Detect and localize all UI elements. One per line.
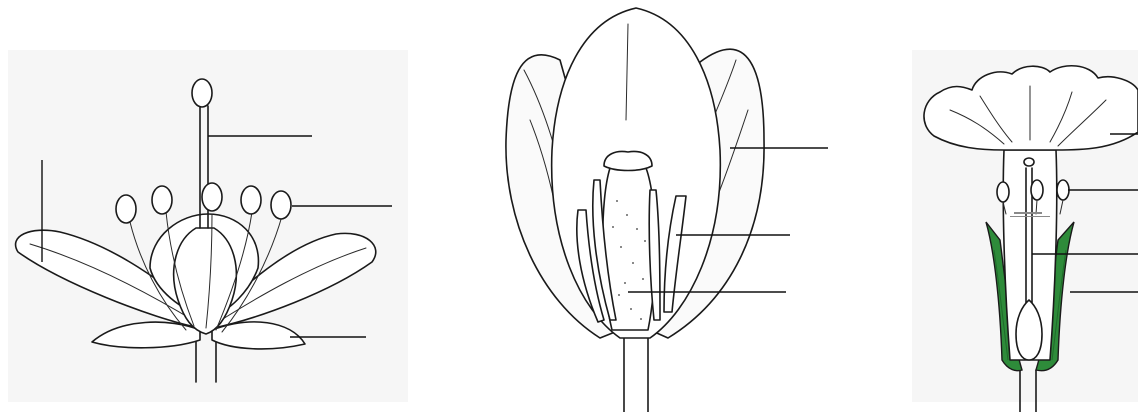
open-flower-panel: [8, 50, 408, 402]
tulip-stem: [624, 338, 648, 412]
tubular-anther-left: [997, 182, 1009, 202]
open-flower-anther-4: [241, 186, 261, 214]
tulip-stigma: [604, 152, 652, 171]
open-flower-anther-3: [202, 183, 222, 211]
tubular-anther-right: [1057, 180, 1069, 200]
open-flower-stigma: [192, 79, 212, 107]
open-flower-anther-5: [271, 191, 291, 219]
tubular-flower-panel: [912, 50, 1138, 412]
tulip-flower-panel: [506, 8, 828, 412]
tubular-anther-middle: [1031, 180, 1043, 200]
open-flower-anther-2: [152, 186, 172, 214]
open-flower-anther-1: [116, 195, 136, 223]
tubular-stigma: [1024, 158, 1034, 166]
